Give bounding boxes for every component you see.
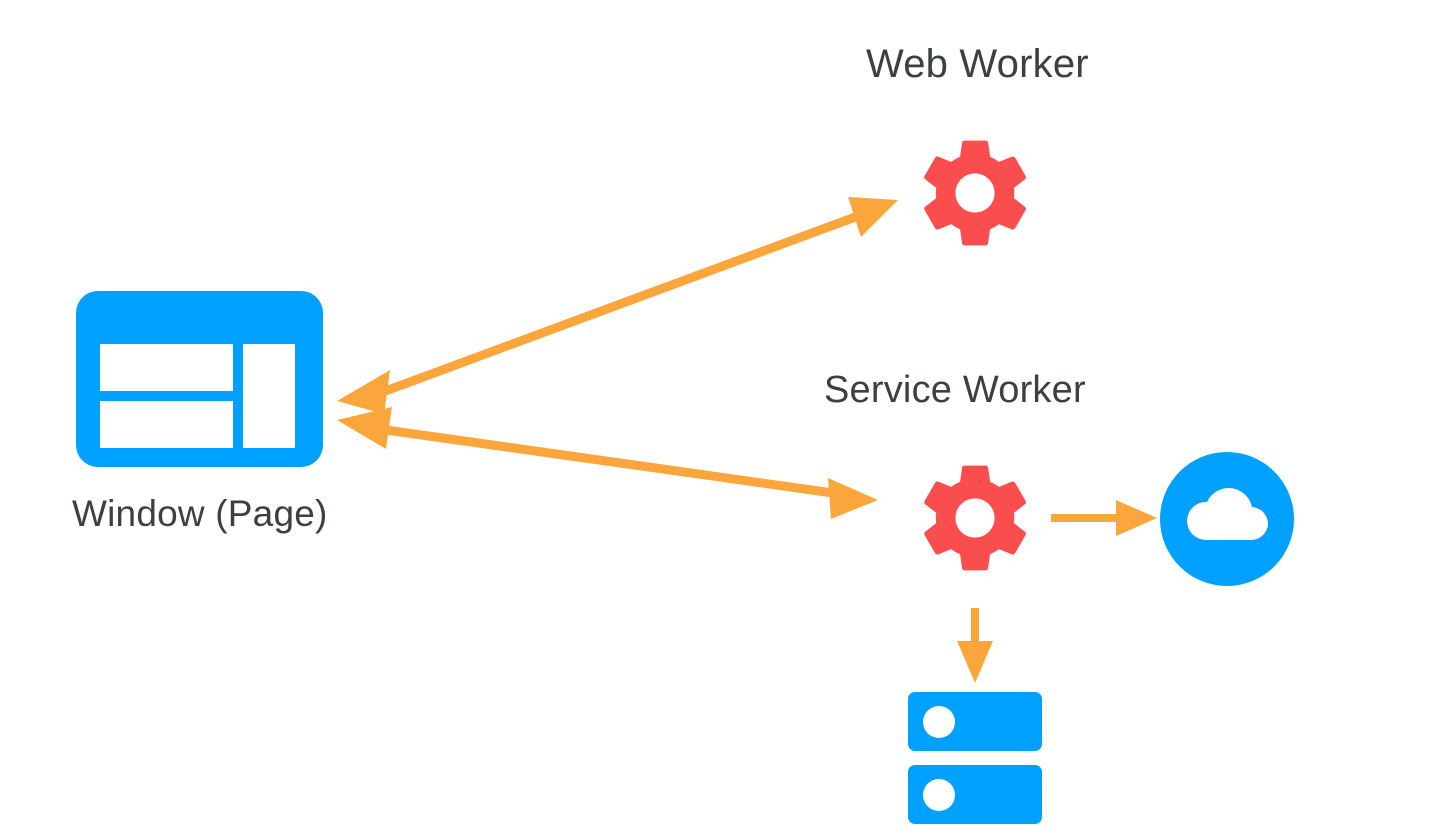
arrowhead-right <box>848 197 898 237</box>
window-pane-top-left <box>100 344 233 391</box>
connector-shaft <box>371 423 841 499</box>
arrowhead-left <box>337 407 392 449</box>
window-pane-bottom-left <box>100 401 233 448</box>
connector-window-to-service-worker <box>337 407 878 519</box>
connector-shaft <box>370 208 868 401</box>
database-indicator-bottom <box>923 779 955 811</box>
connector-service-worker-to-storage <box>957 608 993 683</box>
arrowhead-down <box>957 641 993 683</box>
node-label-web-worker: Web Worker <box>866 42 1089 86</box>
window-pane-right <box>243 344 295 448</box>
gear-icon-web-worker[interactable] <box>924 140 1026 246</box>
database-icon[interactable] <box>908 692 1042 824</box>
gear-icon-service-worker[interactable] <box>924 465 1026 571</box>
browser-window-icon[interactable] <box>76 291 323 467</box>
node-label-service-worker: Service Worker <box>824 369 1086 411</box>
connector-window-to-web-worker <box>337 197 898 414</box>
arrowhead-right <box>1116 500 1157 536</box>
arrowhead-right <box>828 478 878 519</box>
gear-shape <box>924 140 1026 246</box>
arrowhead-left <box>337 370 390 414</box>
cloud-circle-icon[interactable] <box>1160 452 1294 586</box>
node-label-window-page: Window (Page) <box>72 493 328 534</box>
gear-shape <box>924 465 1026 571</box>
connector-service-worker-to-cloud <box>1051 500 1157 536</box>
database-indicator-top <box>923 706 955 738</box>
cloud-shape <box>1187 487 1268 540</box>
